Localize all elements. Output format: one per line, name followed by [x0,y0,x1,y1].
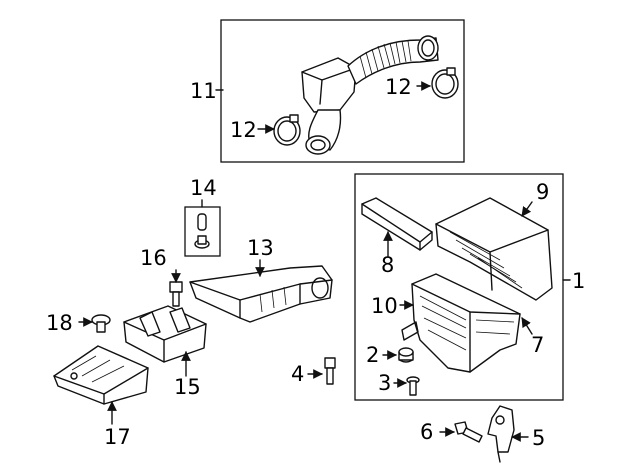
callout-10: 10 [371,294,398,318]
bracket-part-15 [123,305,207,363]
clip-part-14 [194,213,210,249]
callout-8: 8 [381,253,394,277]
bolt-part-3 [406,376,420,396]
callout-12-left: 12 [230,118,257,142]
callout-4: 4 [291,362,304,386]
air-filter-element [361,197,433,251]
clip-part-18 [91,314,111,333]
callout-2: 2 [366,343,379,367]
bracket-part-5 [487,405,515,463]
callout-7: 7 [531,333,544,357]
callout-1: 1 [572,269,585,293]
bolt-part-6 [454,421,483,443]
callout-16: 16 [140,246,167,270]
callout-17: 17 [104,425,131,449]
callout-12-right: 12 [385,75,412,99]
air-cleaner-cover [435,197,553,301]
callout-5: 5 [532,426,545,450]
intake-duct-hose [301,35,439,155]
leader-lines [78,81,571,442]
callout-13: 13 [247,236,274,260]
bolt-part-16 [169,281,183,307]
tray-part-17 [53,345,149,405]
intake-duct-group-box [220,19,465,163]
air-cleaner-lower-case [401,273,521,373]
callout-11: 11 [190,79,217,103]
callout-18: 18 [46,311,73,335]
hose-clamp-left [273,114,301,146]
callout-6: 6 [420,420,433,444]
callout-9: 9 [536,180,549,204]
air-duct-part-13 [189,265,333,323]
callout-14: 14 [190,176,217,200]
air-cleaner-group-box [354,173,564,401]
grommet-part-2 [398,347,414,363]
callout-15: 15 [174,375,201,399]
hose-clamp-right [431,67,459,99]
bolt-part-4 [324,357,336,385]
callout-3: 3 [378,371,391,395]
callout-labels: 11 12 12 9 8 1 10 7 2 3 4 6 5 13 14 15 1… [46,75,585,450]
